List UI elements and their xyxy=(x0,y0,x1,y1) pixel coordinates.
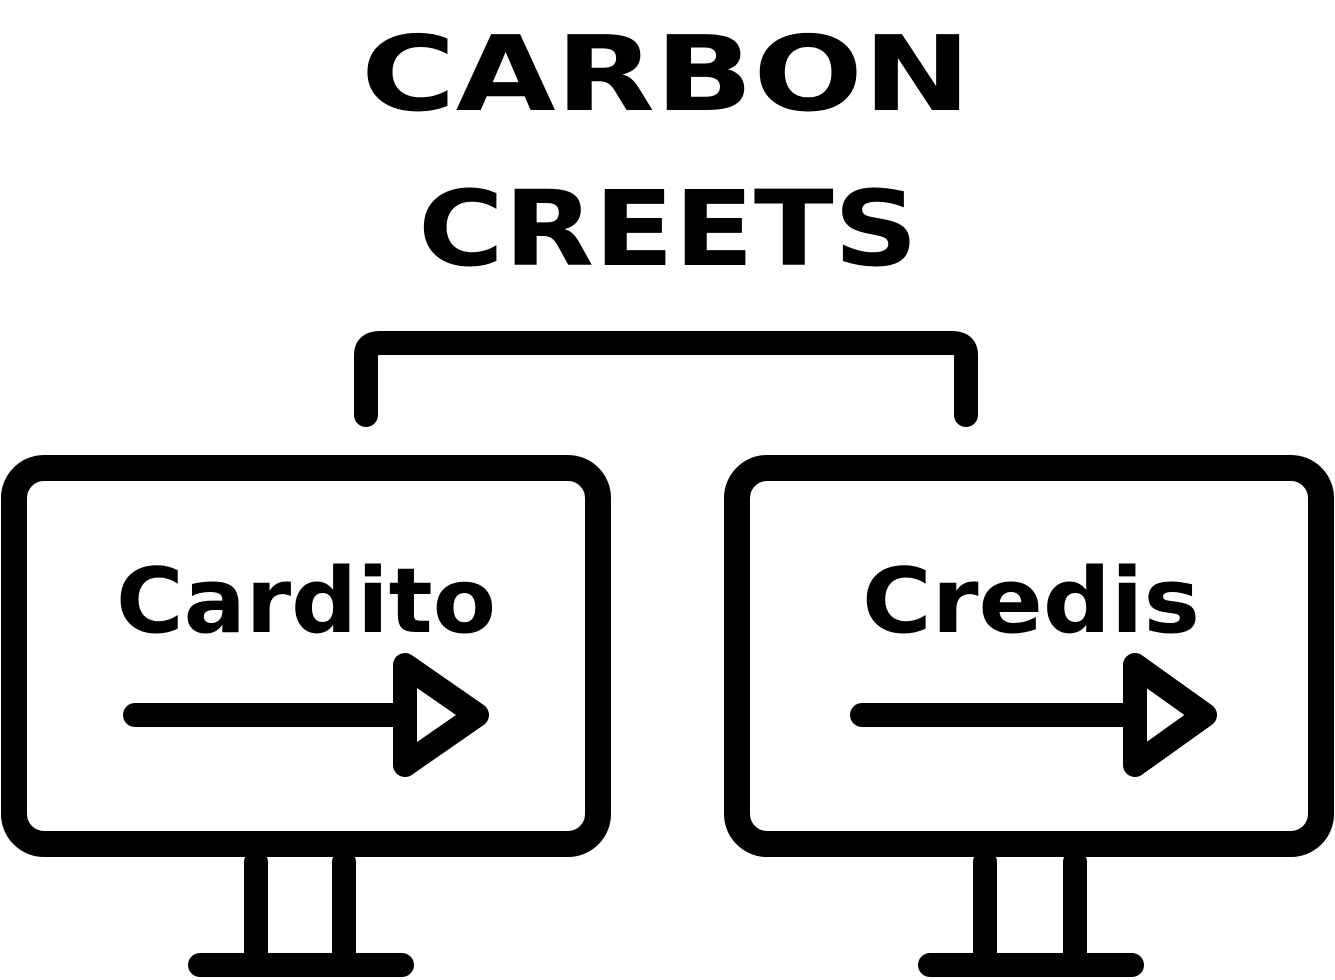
diagram-title: CARBON CREETS xyxy=(361,13,971,290)
connector-bracket xyxy=(354,331,978,427)
title-line-1: CARBON xyxy=(361,13,971,135)
sign-left-label: Cardito xyxy=(116,549,496,654)
sign-right-board xyxy=(724,455,1334,857)
sign-right-label: Credis xyxy=(862,549,1200,654)
arrow-right-icon xyxy=(123,653,489,777)
sign-right-post xyxy=(918,850,1144,977)
sign-right: Credis xyxy=(724,455,1334,977)
sign-left-post xyxy=(188,850,414,977)
arrow-right-icon xyxy=(850,653,1217,777)
sign-left-board xyxy=(1,455,611,857)
sign-left: Cardito xyxy=(1,455,611,977)
title-line-2: CREETS xyxy=(418,168,918,290)
